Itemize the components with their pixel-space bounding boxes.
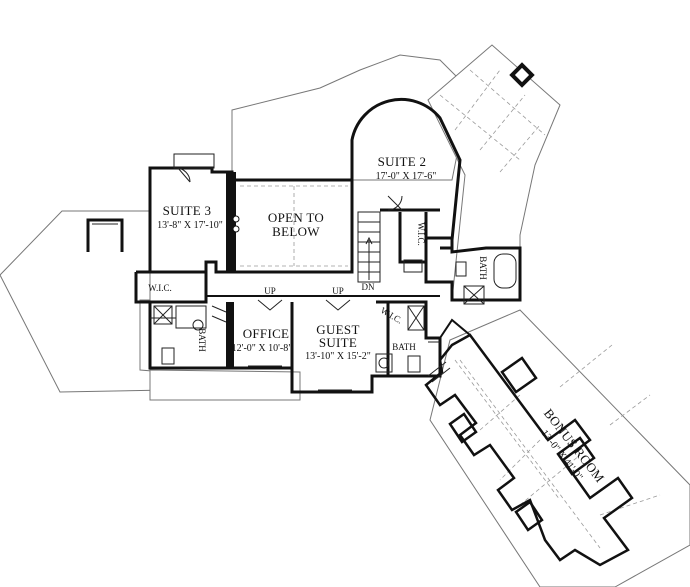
suite2-bath-label: BATH: [478, 256, 488, 280]
guest-wic-bath: W.I.C. BATH: [375, 300, 442, 378]
open-to-below-line1: OPEN TO: [268, 210, 324, 225]
suite3-wic-label: W.I.C.: [148, 283, 171, 293]
suite3-dims: 13'-8" X 17'-10": [157, 220, 223, 231]
hall: UP UP: [204, 260, 440, 311]
guest-wic-label: W.I.C.: [379, 305, 404, 325]
office: OFFICE 12'-0" X 10'-8": [226, 302, 294, 370]
suite-3-wic-bath: W.I.C. BATH: [134, 270, 232, 370]
suite3-bath-label: BATH: [197, 328, 207, 352]
suite2-wic-label: W.I.C.: [416, 222, 426, 245]
garage-roof: [427, 44, 561, 301]
suite2-name: SUITE 2: [378, 154, 427, 169]
lower-roof: [149, 369, 301, 401]
guest-suite-line2: SUITE: [319, 335, 357, 350]
up-office-label: UP: [264, 286, 276, 296]
stair-dn-label: DN: [362, 282, 375, 292]
guest-suite-line1: GUEST: [316, 322, 359, 337]
guest-bath-label: BATH: [392, 342, 416, 352]
up-guest-label: UP: [332, 286, 344, 296]
office-name: OFFICE: [243, 326, 290, 341]
suite-2: SUITE 2 17'-0" X 17'-6": [350, 97, 462, 250]
open-to-below-line2: BELOW: [272, 224, 320, 239]
suite-2-wic-bath: W.I.C. BATH: [398, 212, 522, 305]
suite3-name: SUITE 3: [163, 203, 212, 218]
roof-outline: [0, 44, 690, 587]
suite-3: SUITE 3 13'-8" X 17'-10": [148, 153, 240, 272]
left-wing-bracket: [86, 218, 124, 252]
guest-suite-dims: 13'-10" X 15'-2": [305, 351, 371, 362]
guest-suite: GUEST SUITE 13'-10" X 15'-2": [290, 302, 390, 394]
suite2-dims: 17'-0" X 17'-6": [376, 171, 437, 182]
bonus-connector: [427, 318, 471, 383]
bonus-wing-roof: [429, 309, 690, 587]
stair: DN: [357, 211, 381, 292]
open-to-below: OPEN TO BELOW: [236, 178, 354, 274]
office-dims: 12'-0" X 10'-8": [232, 343, 293, 354]
